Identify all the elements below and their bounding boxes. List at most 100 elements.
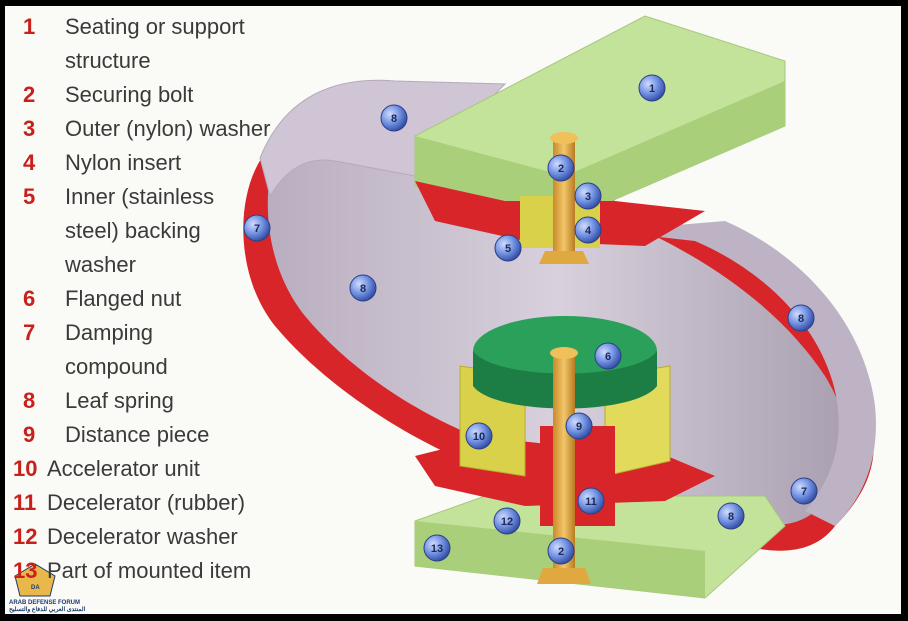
arab-defense-forum-logo: DA ARAB DEFENSE FORUM المنتدى العربي للد… [9, 563, 86, 613]
badge-8: 8 [380, 104, 408, 132]
badge-2: 2 [547, 537, 575, 565]
svg-text:8: 8 [360, 283, 366, 295]
legend-item-2: 2 Securing bolt [5, 78, 193, 112]
legend-label: Distance piece [65, 418, 209, 452]
legend-label-line: Outer (nylon) washer [65, 116, 271, 141]
legend-label-line: structure [65, 48, 151, 73]
legend-item-9: 9 Distance piece [5, 418, 209, 452]
badge-layer: 1 8 2 3 4 5 7 8 8 6 9 10 11 7 8 12 13 2 [243, 74, 818, 565]
badge-12: 12 [493, 507, 521, 535]
legend-item-11: 11 Decelerator (rubber) [5, 486, 245, 520]
svg-text:2: 2 [558, 163, 564, 175]
legend-item-10: 10 Accelerator unit [5, 452, 200, 486]
legend-number: 1 [23, 14, 36, 39]
badge-9: 9 [565, 412, 593, 440]
svg-text:7: 7 [801, 486, 807, 498]
upper-bolt-shaft [553, 136, 575, 258]
badge-11: 11 [577, 487, 605, 515]
legend-item-4: 4 Nylon insert [5, 146, 181, 180]
badge-5: 5 [494, 234, 522, 262]
legend-number: 6 [23, 286, 36, 311]
svg-text:6: 6 [605, 351, 611, 363]
badge-8: 8 [349, 274, 377, 302]
legend-number: 13 [13, 558, 38, 583]
legend-label: Nylon insert [65, 146, 181, 180]
legend-label-line: Flanged nut [65, 286, 182, 311]
badge-3: 3 [574, 182, 602, 210]
legend-item-8: 8 Leaf spring [5, 384, 174, 418]
legend-label: Flanged nut [65, 282, 181, 316]
svg-text:11: 11 [585, 496, 597, 508]
lower-bolt-shaft [553, 351, 575, 576]
legend-label-line: Leaf spring [65, 388, 174, 413]
legend-label-line: Accelerator unit [47, 456, 200, 481]
upper-bolt-head [550, 132, 578, 144]
upper-bolt-nut [539, 251, 589, 264]
svg-text:4: 4 [585, 225, 592, 237]
svg-text:10: 10 [473, 431, 485, 443]
lower-bolt-nut [537, 568, 591, 584]
legend-label-line: Decelerator (rubber) [47, 490, 246, 515]
svg-text:2: 2 [558, 546, 564, 558]
legend-number: 2 [23, 82, 36, 107]
badge-10: 10 [465, 422, 493, 450]
legend-label: Seating or support structure [65, 10, 245, 78]
legend-item-13: 13 Part of mounted item [5, 554, 251, 588]
legend-item-6: 6 Flanged nut [5, 282, 181, 316]
legend-number: 4 [23, 150, 36, 175]
svg-text:7: 7 [254, 223, 260, 235]
legend-number: 3 [23, 116, 36, 141]
legend-label-line: Part of mounted item [47, 558, 252, 583]
legend-label-line: Decelerator washer [47, 524, 238, 549]
legend-item-1: 1 Seating or support structure [5, 10, 245, 78]
legend-label: Decelerator washer [47, 520, 238, 554]
legend-label-line: steel) backing [65, 218, 201, 243]
legend-label: Leaf spring [65, 384, 174, 418]
legend-number: 7 [23, 320, 36, 345]
legend-number: 12 [13, 524, 38, 549]
legend-label: Decelerator (rubber) [47, 486, 245, 520]
legend-number: 8 [23, 388, 36, 413]
legend-item-3: 3 Outer (nylon) washer [5, 112, 270, 146]
legend-number: 11 [13, 490, 37, 515]
decelerator-rubber [540, 426, 615, 526]
svg-text:3: 3 [585, 191, 591, 203]
leaf-spring-right-band [605, 221, 876, 526]
badge-4: 4 [574, 216, 602, 244]
support-structure-top-face [415, 81, 785, 221]
svg-text:DA: DA [31, 585, 40, 591]
svg-text:المنتدى العربي للدفاع والتسليح: المنتدى العربي للدفاع والتسليح [9, 606, 86, 613]
svg-text:8: 8 [798, 313, 804, 325]
svg-text:13: 13 [431, 543, 443, 555]
legend-label-line: compound [65, 354, 168, 379]
legend-number: 10 [13, 456, 38, 481]
legend-label-line: Nylon insert [65, 150, 182, 175]
shock-mount-illustration: DA ARAB DEFENSE FORUM المنتدى العربي للد… [9, 15, 876, 613]
badge-8: 8 [717, 502, 745, 530]
leaf-spring-top-band [259, 79, 507, 198]
badge-8: 8 [787, 304, 815, 332]
svg-text:12: 12 [501, 516, 513, 528]
badge-1: 1 [638, 74, 666, 102]
svg-text:8: 8 [728, 511, 734, 523]
legend-label-line: Inner (stainless [65, 184, 215, 209]
legend-label-line: Distance piece [65, 422, 210, 447]
svg-text:1: 1 [649, 83, 655, 95]
legend-label: Outer (nylon) washer [65, 112, 270, 146]
badge-2: 2 [547, 154, 575, 182]
legend-number: 9 [23, 422, 36, 447]
badge-7: 7 [243, 214, 271, 242]
diagram-frame: DA ARAB DEFENSE FORUM المنتدى العربي للد… [5, 6, 901, 614]
legend-label: Accelerator unit [47, 452, 200, 486]
legend-label-line: Securing bolt [65, 82, 194, 107]
badge-13: 13 [423, 534, 451, 562]
legend-number: 5 [23, 184, 36, 209]
legend-label: Part of mounted item [47, 554, 251, 588]
svg-text:8: 8 [391, 113, 397, 125]
lower-bolt-head [550, 347, 578, 359]
legend-label-line: Seating or support [65, 14, 245, 39]
